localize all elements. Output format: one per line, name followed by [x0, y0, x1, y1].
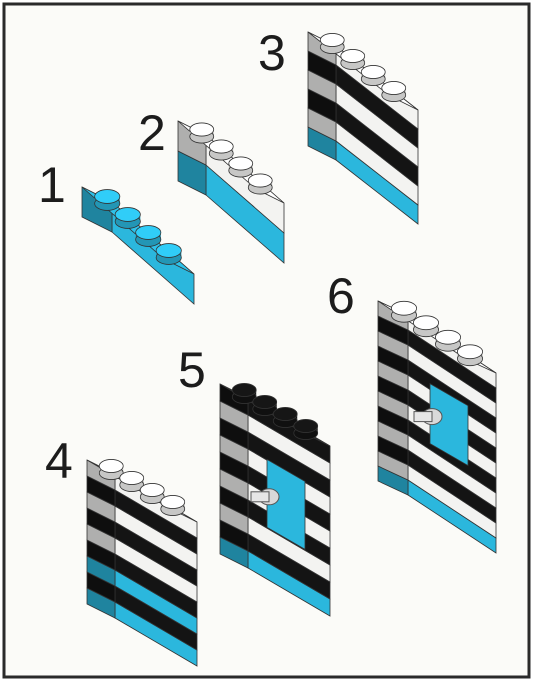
- step-number-6: 6: [327, 268, 355, 324]
- axle-pin: [251, 492, 269, 502]
- stud: [140, 483, 164, 496]
- stud: [320, 33, 344, 46]
- axle-pin: [414, 412, 432, 422]
- stud: [435, 330, 460, 344]
- stud: [382, 81, 406, 94]
- stud: [361, 65, 385, 78]
- stud: [273, 407, 297, 420]
- stud: [413, 316, 438, 330]
- step-number-2: 2: [138, 105, 166, 161]
- stud: [232, 383, 256, 396]
- stud: [156, 244, 181, 258]
- step-number-4: 4: [45, 433, 73, 489]
- stud: [209, 140, 233, 153]
- stud: [95, 190, 120, 204]
- stud: [120, 471, 144, 484]
- stud: [229, 157, 253, 170]
- step-number-1: 1: [38, 157, 66, 213]
- stud: [190, 123, 214, 136]
- stud: [294, 419, 318, 432]
- stud: [391, 301, 416, 315]
- stud: [457, 345, 482, 359]
- step-number-3: 3: [258, 25, 286, 81]
- stud: [115, 208, 140, 222]
- stud: [253, 395, 277, 408]
- stud: [248, 174, 272, 187]
- stud: [136, 226, 161, 240]
- stud: [341, 49, 365, 62]
- stud: [99, 459, 123, 472]
- stud: [161, 495, 185, 508]
- step-number-5: 5: [178, 342, 206, 398]
